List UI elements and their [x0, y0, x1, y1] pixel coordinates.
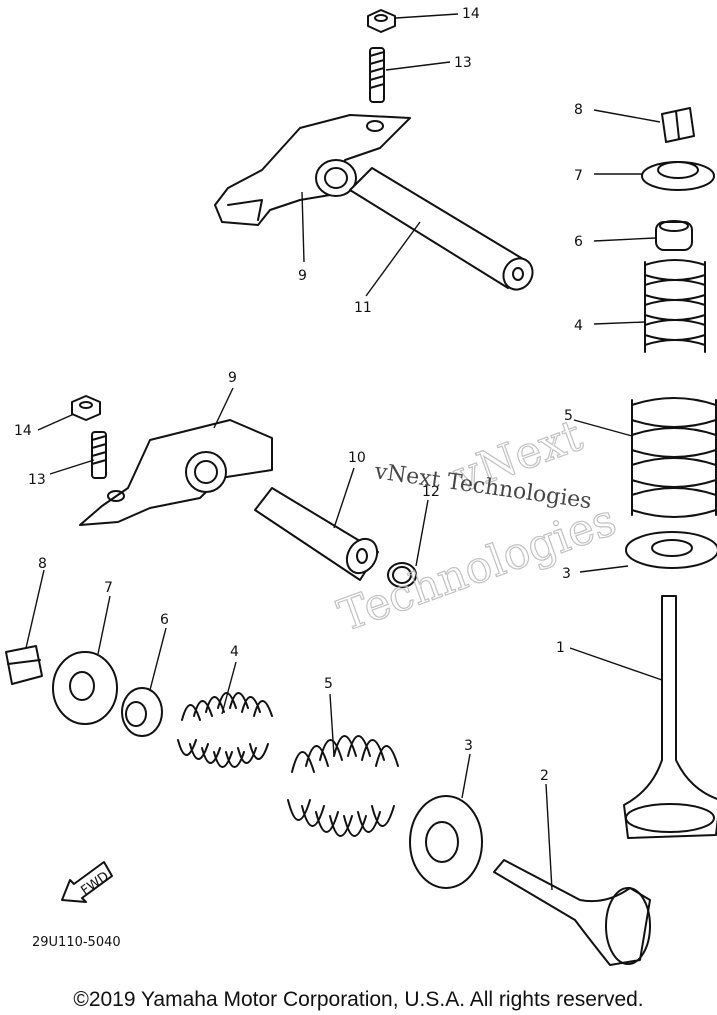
callout-7-right: 7	[574, 168, 583, 184]
callout-9-lower: 9	[228, 370, 237, 386]
leader-lines	[25, 13, 663, 891]
rocker-arm-lower	[79, 419, 273, 526]
callout-2: 2	[540, 768, 549, 784]
callout-14-lower: 14	[14, 423, 32, 439]
spring-seat-right	[625, 531, 717, 569]
spring-retainer-right	[641, 161, 715, 191]
callout-13-lower: 13	[28, 472, 46, 488]
callout-9-upper: 9	[298, 268, 307, 284]
inner-spring-left	[177, 692, 273, 768]
callout-5-lower: 5	[324, 676, 333, 692]
o-ring	[387, 562, 417, 588]
callout-6-lower: 6	[160, 612, 169, 628]
valve-stem-seal-left	[121, 687, 163, 737]
callout-8-right: 8	[574, 102, 583, 118]
lock-nut-upper	[367, 9, 396, 33]
callout-12: 12	[422, 484, 440, 500]
copyright-notice: ©2019 Yamaha Motor Corporation, U.S.A. A…	[73, 988, 644, 1011]
adjusting-screw-lower	[91, 431, 107, 479]
callout-labels: 14 13 9 11 8 7 6 4 5 3 1 9 14 13 10 12 8…	[14, 6, 583, 784]
valve-cotter-right	[661, 107, 695, 143]
rocker-shaft-upper	[349, 167, 534, 291]
callout-10: 10	[348, 450, 366, 466]
callout-8-lower: 8	[38, 556, 47, 572]
callout-13-upper: 13	[454, 55, 472, 71]
forward-arrow-icon: FWD	[61, 861, 113, 903]
adjusting-screw-upper	[369, 47, 385, 103]
outer-spring-right	[631, 397, 717, 518]
callout-7-lower: 7	[104, 580, 113, 596]
diagram-code: 29U110-5040	[32, 935, 121, 950]
valve-right	[623, 595, 717, 839]
valve-left	[493, 859, 651, 966]
callout-3-right: 3	[562, 566, 571, 582]
valve-stem-seal-right	[655, 220, 693, 251]
callout-6-right: 6	[574, 234, 583, 250]
callout-1: 1	[556, 640, 565, 656]
callout-3-lower: 3	[464, 738, 473, 754]
rocker-arm-upper	[214, 114, 411, 226]
callout-11: 11	[354, 300, 372, 316]
callout-5-right: 5	[564, 408, 573, 424]
watermark: vNext Technologies vNext Technologies	[331, 409, 623, 642]
spring-retainer-left	[52, 651, 118, 725]
lock-nut-lower	[71, 395, 101, 421]
outer-spring-left	[287, 735, 399, 837]
watermark-outline-technologies: Technologies	[332, 494, 623, 642]
rocker-shaft-lower	[254, 487, 379, 581]
valve-cotter-left	[5, 645, 43, 685]
spring-seat-left	[409, 795, 483, 889]
callout-4-lower: 4	[230, 644, 239, 660]
callout-4-right: 4	[574, 318, 583, 334]
callout-14-upper: 14	[462, 6, 480, 22]
inner-spring-right	[644, 259, 706, 353]
